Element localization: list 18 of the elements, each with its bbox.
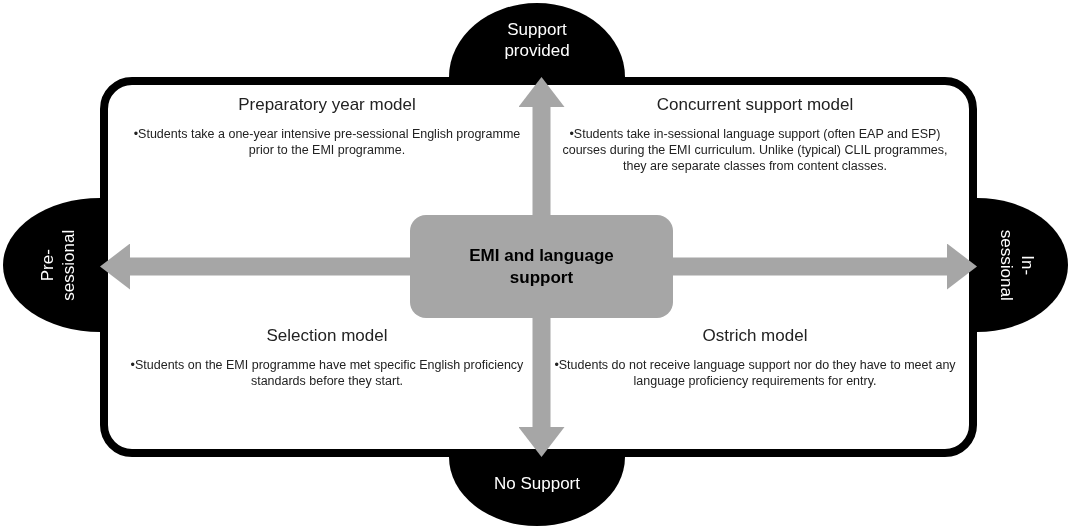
node-label: In-sessional: [995, 228, 1038, 303]
bullet-text: •Students do not receive language support nor do they have to meet any language proficiency requirements for entry.: [553, 356, 957, 389]
arrow: [100, 243, 410, 290]
node-label: No Support: [493, 472, 581, 495]
model-heading: Preparatory year model: [238, 94, 416, 116]
model-heading: Ostrich model: [702, 325, 808, 347]
arrow: [518, 318, 565, 457]
bullet-text: •Students on the EMI programme have met specific English proficiency standards before they start.: [129, 356, 525, 389]
center-box: [410, 215, 673, 318]
arrow: [673, 243, 977, 290]
node-label: EMI and language support: [468, 245, 615, 288]
model-heading: Selection model: [266, 325, 388, 347]
bullet-text: •Students take a one-year intensive pre-sessional English programme prior to the EMI programme.: [132, 125, 522, 158]
arrow: [518, 77, 565, 215]
bullet-text: •Students take in-sessional language support (often EAP and ESP) courses during the EMI curriculum. Unlike (typical) CLIL programmes, they are separate classes from content classes.: [561, 125, 949, 175]
node-label: Pre-sessional: [36, 228, 79, 303]
model-heading: Concurrent support model: [656, 94, 854, 116]
node-label: Support provided: [503, 18, 571, 62]
